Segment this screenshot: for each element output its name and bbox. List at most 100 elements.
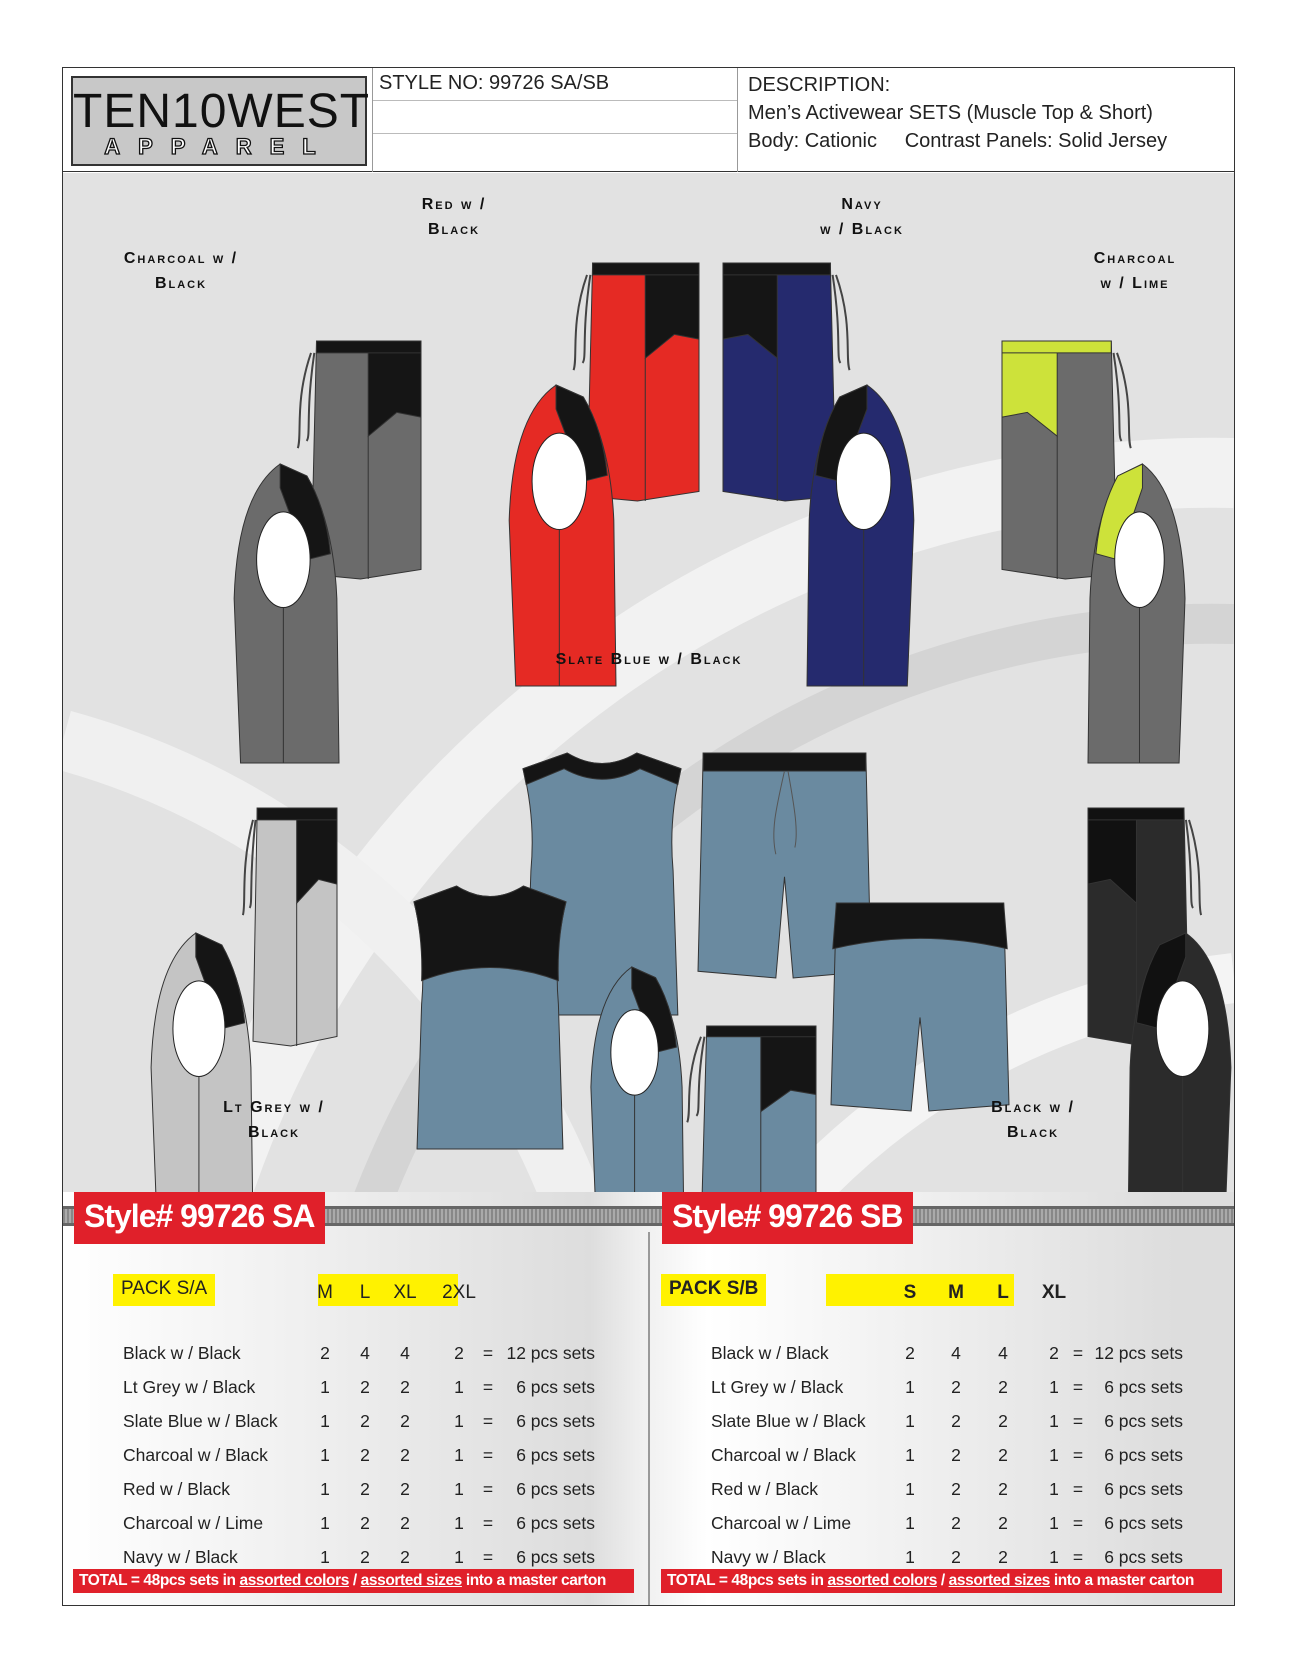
tank-front-view: [523, 753, 681, 1015]
row-qty: 2: [400, 1445, 410, 1465]
shorts-waistband: [723, 263, 830, 275]
total-bar: TOTAL = 48pcs sets in assorted colors / …: [73, 1569, 634, 1593]
total-text: assorted sizes: [360, 1572, 463, 1589]
row-colorway: Navy w / Black: [123, 1547, 238, 1567]
row-qty: 2: [360, 1377, 370, 1397]
tank-side-view: [149, 933, 253, 1232]
colorway-label-line: Black: [427, 221, 481, 238]
colorway-label-line: Black: [154, 275, 208, 292]
tank-body: [807, 385, 914, 686]
row-qty: 2: [998, 1547, 1008, 1567]
row-qty: 2: [951, 1377, 961, 1397]
tank-body: [234, 464, 339, 763]
row-qty: 2: [400, 1547, 410, 1567]
row-total: 6 pcs sets: [1104, 1377, 1183, 1397]
total-text: TOTAL = 48pcs sets in: [79, 1572, 240, 1589]
shorts-waistband: [257, 808, 337, 820]
size-header: M: [948, 1282, 964, 1303]
drawstring: [1186, 820, 1201, 915]
row-qty: 4: [951, 1343, 961, 1363]
tank-side-view: [1128, 933, 1233, 1232]
row-equals: =: [482, 1411, 494, 1431]
armhole: [1156, 981, 1209, 1077]
row-qty: 1: [454, 1547, 464, 1567]
size-header: L: [359, 1282, 371, 1303]
row-qty: 2: [360, 1513, 370, 1533]
row-colorway: Charcoal w / Black: [123, 1445, 268, 1465]
row-total: 6 pcs sets: [1104, 1547, 1183, 1567]
tank-contrast-yoke: [1096, 464, 1143, 560]
shorts-waistband: [1002, 341, 1111, 353]
row-qty: 2: [951, 1479, 961, 1499]
armhole: [173, 981, 225, 1077]
row-total: 6 pcs sets: [1104, 1513, 1183, 1533]
row-qty: 2: [454, 1343, 464, 1363]
tank-contrast-yoke: [632, 967, 677, 1052]
colorway-label-line: w / Lime: [1100, 275, 1170, 292]
row-qty: 1: [454, 1377, 464, 1397]
size-header: M: [317, 1282, 333, 1303]
banner-stripe: [63, 1206, 1234, 1226]
size-header: XL: [1041, 1282, 1067, 1303]
row-qty: 1: [454, 1411, 464, 1431]
row-equals: =: [482, 1445, 494, 1465]
shorts-side-view: [253, 808, 337, 1046]
shorts-waistband: [833, 903, 1007, 949]
total-text: assorted colors: [239, 1572, 349, 1589]
size-header: 2XL: [442, 1282, 476, 1303]
total-text: assorted sizes: [948, 1572, 1051, 1589]
tank-contrast-yoke: [280, 464, 330, 560]
row-qty: 4: [998, 1343, 1008, 1363]
shorts-waistband: [703, 753, 866, 771]
row-qty: 1: [320, 1411, 330, 1431]
row-qty: 1: [905, 1377, 915, 1397]
brand-logo: TEN10WEST APPAREL: [71, 76, 371, 166]
logo-text-top: TEN10WEST: [73, 85, 371, 138]
row-colorway: Navy w / Black: [711, 1547, 826, 1567]
armhole: [1115, 512, 1165, 608]
total-text: /: [348, 1572, 361, 1589]
header: TEN10WEST APPAREL STYLE NO: 99726 SA/SB …: [63, 68, 1234, 172]
colorway-label: Slate Blue w / Black: [499, 647, 799, 672]
drawstring: [774, 771, 796, 854]
row-colorway: Charcoal w / Lime: [711, 1513, 852, 1533]
colorway-label: Lt Grey w /Black: [174, 1095, 374, 1145]
row-qty: 2: [360, 1411, 370, 1431]
row-qty: 1: [1049, 1513, 1059, 1533]
row-qty: 1: [1049, 1445, 1059, 1465]
colorway-label-line: Charcoal: [1093, 250, 1177, 267]
row-colorway: Slate Blue w / Black: [123, 1411, 278, 1431]
colorway-label-line: Slate Blue w / Black: [555, 651, 743, 668]
pack-label: PACK S/B: [661, 1274, 767, 1306]
row-qty: 2: [998, 1479, 1008, 1499]
total-text: /: [936, 1572, 949, 1589]
row-qty: 2: [320, 1343, 330, 1363]
style-banner: Style# 99726 SA: [74, 1192, 325, 1244]
row-qty: 2: [905, 1343, 915, 1363]
row-equals: =: [1072, 1445, 1084, 1465]
row-qty: 2: [998, 1513, 1008, 1533]
row-qty: 1: [454, 1445, 464, 1465]
row-equals: =: [482, 1377, 494, 1397]
row-equals: =: [1072, 1377, 1084, 1397]
style-number: STYLE NO: 99726 SA/SB: [373, 68, 737, 101]
total-text: assorted colors: [827, 1572, 937, 1589]
size-header: L: [997, 1282, 1009, 1303]
row-total: 6 pcs sets: [516, 1411, 595, 1431]
row-qty: 1: [905, 1513, 915, 1533]
tank-contrast-yoke: [414, 886, 566, 981]
row-colorway: Red w / Black: [123, 1479, 230, 1499]
row-qty: 1: [454, 1513, 464, 1533]
row-equals: =: [1072, 1547, 1084, 1567]
row-qty: 2: [951, 1547, 961, 1567]
tank-contrast-yoke: [1136, 933, 1185, 1029]
tank-contrast-yoke: [523, 753, 681, 784]
row-qty: 2: [400, 1479, 410, 1499]
row-colorway: Black w / Black: [123, 1343, 241, 1363]
shorts-side-view: [311, 341, 421, 579]
total-text: into a master carton: [1049, 1572, 1195, 1589]
row-qty: 2: [400, 1513, 410, 1533]
tank-front-view: [414, 886, 566, 1149]
row-equals: =: [1072, 1479, 1084, 1499]
